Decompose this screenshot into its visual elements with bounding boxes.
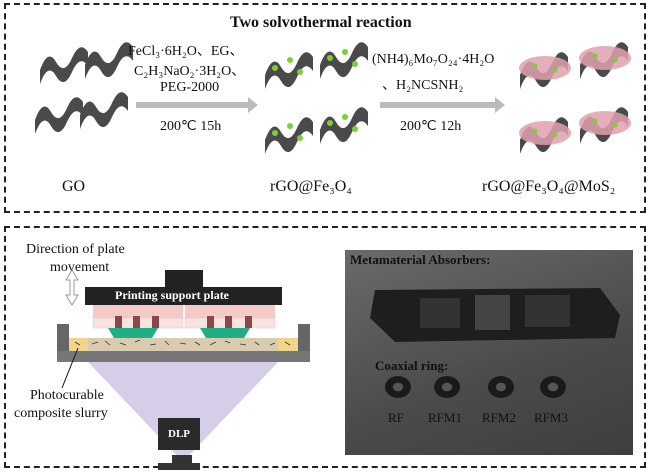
- absorber-sample: [370, 288, 620, 342]
- step1-condition: 200℃ 15h: [160, 119, 222, 134]
- coaxial-ring-label: Coaxial ring:: [375, 358, 449, 373]
- ring-rfm3-icon: [540, 376, 566, 398]
- ring-label-rf: RF: [388, 410, 404, 425]
- ring-label-rfm3: RFM3: [534, 410, 568, 425]
- go-sheets: [35, 42, 133, 134]
- step1-reagent-1: FeCl₃·6H₂O、EG、: [128, 44, 244, 59]
- dlp-projector: [158, 418, 200, 450]
- step1-reagent-2: C₂H₃NaO₂·3H₂O、: [134, 64, 246, 79]
- synthesis-title: Two solvothermal reaction: [230, 14, 412, 31]
- label-rgo-fe3o4: rGO@Fe₃O₄: [270, 178, 352, 195]
- printing-panel: [4, 226, 646, 468]
- sample-photo: [345, 250, 633, 455]
- direction-label-2: movement: [50, 260, 110, 275]
- step1-arrow: [136, 97, 258, 113]
- plate-label: Printing support plate: [115, 288, 230, 302]
- direction-label-1: Direction of plate: [26, 242, 125, 257]
- step2-reagent-1: (NH4)₆Mo₇O₂₄·4H₂O: [372, 52, 495, 67]
- step1-reagent-3: PEG-2000: [160, 80, 220, 95]
- label-go: GO: [62, 178, 86, 195]
- ring-rf-icon: [385, 376, 411, 398]
- label-rgo-fe3o4-mos2: rGO@Fe₃O₄@MoS₂: [482, 178, 616, 195]
- step2-reagent-2: 、H₂NCSNH₂: [382, 78, 464, 93]
- double-arrow-icon: [65, 269, 79, 306]
- ring-rfm1-icon: [434, 376, 460, 398]
- rgo-fe3o4-mos2-sheets: [519, 42, 631, 154]
- dlp-printer-schematic: [57, 269, 310, 470]
- absorbers-label: Metamaterial Absorbers:: [350, 252, 491, 267]
- ring-rfm2-icon: [488, 376, 514, 398]
- dlp-label: DLP: [168, 428, 190, 440]
- slurry-label-2: composite slurry: [14, 406, 108, 421]
- synthesis-panel: [4, 3, 646, 213]
- sheet-illustrations: [35, 42, 631, 154]
- ring-label-rfm1: RFM1: [428, 410, 462, 425]
- step2-condition: 200℃ 12h: [400, 119, 462, 134]
- ring-label-rfm2: RFM2: [482, 410, 516, 425]
- rgo-fe3o4-sheets: [265, 42, 368, 154]
- step2-arrow: [380, 97, 505, 113]
- slurry-label-1: Photocurable: [30, 388, 104, 403]
